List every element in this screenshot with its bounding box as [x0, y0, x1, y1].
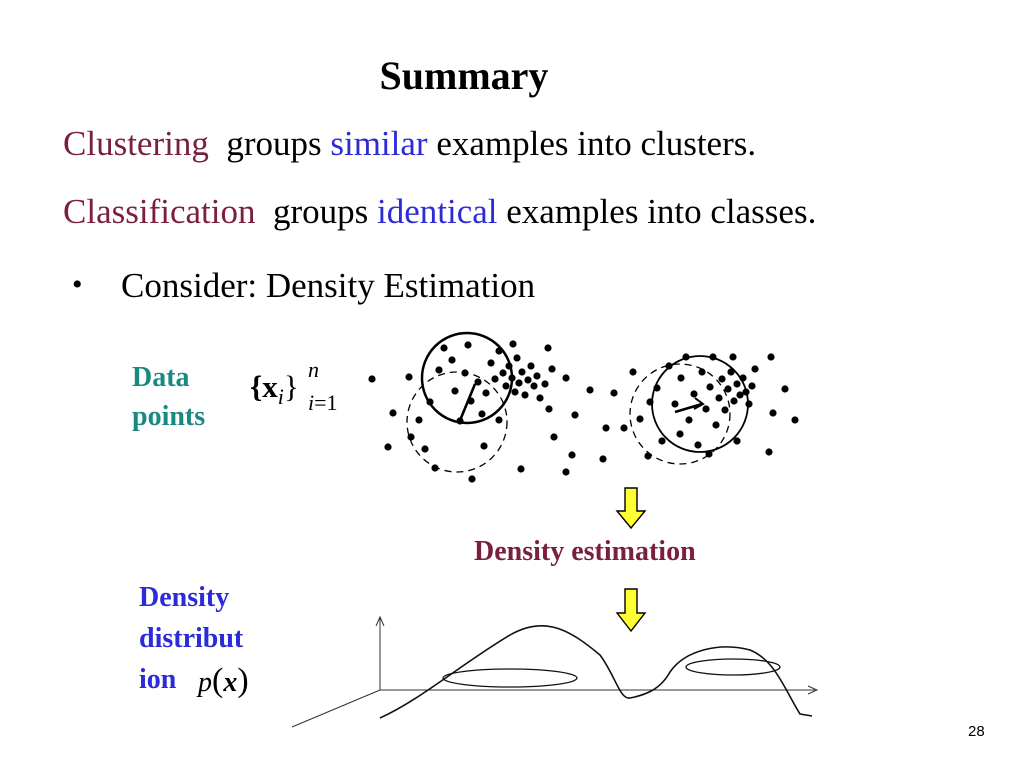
density-function: p(x) [198, 662, 249, 699]
circle-window-left [406, 331, 514, 473]
clustering-text-1: groups [226, 124, 322, 163]
notation-subscript: i=1 [308, 390, 338, 415]
arrow-down-icon [615, 487, 647, 530]
classification-text-1: groups [272, 192, 369, 231]
scatter-cluster-right [599, 353, 799, 463]
data-points-notation: {xi} n i=1 [250, 357, 338, 415]
classification-line: Classification groups identical examples… [63, 192, 816, 232]
density-plot [291, 615, 819, 728]
data-points-label-line1: Data [132, 362, 190, 393]
clustering-term: Clustering [63, 124, 209, 163]
density-distribution-line1: Density [139, 582, 230, 613]
bullet-marker: • [72, 268, 83, 301]
classification-text-2: examples into classes. [506, 192, 817, 231]
density-distribution-line2: distribut [139, 623, 244, 654]
page-number: 28 [968, 723, 985, 740]
data-points-label-line2: points [132, 401, 206, 432]
scatter-cluster-left [368, 340, 594, 483]
circle-window-right [629, 355, 749, 465]
notation-index: i [277, 384, 284, 410]
density-distribution-label: Density distribut ion [139, 577, 243, 700]
density-distribution-line3: ion [139, 664, 177, 695]
similar-keyword: similar [330, 124, 428, 163]
notation-superscript: n [308, 357, 319, 382]
arrow-down-icon [615, 588, 647, 633]
bullet-text: Consider: Density Estimation [121, 266, 536, 305]
density-estimation-label: Density estimation [474, 536, 696, 567]
notation-close: } [283, 369, 299, 404]
clustering-line: Clustering groups similar examples into … [63, 124, 756, 164]
identical-keyword: identical [377, 192, 498, 231]
notation-base: {x [250, 369, 278, 404]
data-points-label: Data points [132, 358, 205, 436]
clustering-text-2: examples into clusters. [436, 124, 757, 163]
slide-title: Summary [379, 53, 549, 98]
classification-term: Classification [63, 192, 256, 231]
